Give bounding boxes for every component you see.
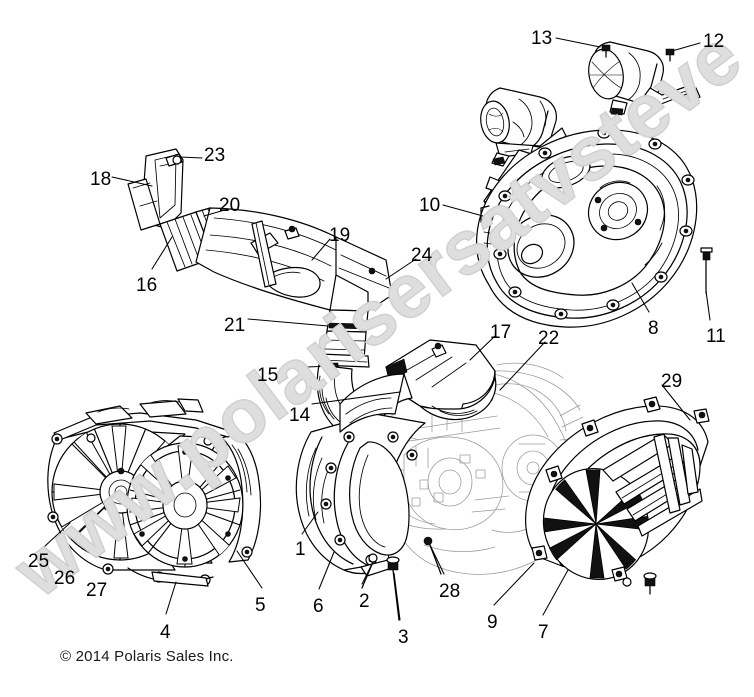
- callout-leader-lines: [44, 37, 711, 621]
- callout-number-15: 15: [257, 365, 279, 386]
- callout-number-26: 26: [54, 568, 76, 589]
- callout-number-21: 21: [224, 315, 246, 336]
- callout-number-6: 6: [313, 596, 324, 617]
- air-intake-scoop-left: [480, 87, 567, 167]
- callout-number-10: 10: [419, 195, 441, 216]
- callout-number-23: 23: [204, 145, 226, 166]
- callout-number-14: 14: [289, 405, 311, 426]
- callout-number-8: 8: [648, 318, 659, 339]
- callout-number-22: 22: [538, 328, 560, 349]
- callout-number-20: 20: [219, 195, 241, 216]
- outer-clutch-cover: [476, 127, 698, 328]
- callout-number-29: 29: [661, 371, 683, 392]
- callout-number-4: 4: [160, 622, 171, 643]
- callout-number-25: 25: [28, 551, 50, 572]
- callout-number-3: 3: [398, 627, 409, 648]
- callout-number-16: 16: [136, 275, 158, 296]
- air-intake-scoop-right: [588, 41, 701, 116]
- copyright-notice: © 2014 Polaris Sales Inc.: [60, 648, 234, 665]
- callout-number-9: 9: [487, 612, 498, 633]
- callout-number-2: 2: [359, 591, 370, 612]
- intake-tube-assembly: [127, 148, 393, 433]
- inner-clutch-housing-center: [295, 373, 426, 577]
- cover-bolt-11: [700, 247, 713, 294]
- callout-number-24: 24: [411, 245, 433, 266]
- callout-number-18: 18: [90, 169, 112, 190]
- callout-number-19: 19: [329, 225, 351, 246]
- callout-number-13: 13: [531, 28, 553, 49]
- callout-number-11: 11: [706, 326, 726, 347]
- left-clutch-assembly: [47, 398, 262, 587]
- callout-number-12: 12: [703, 31, 725, 52]
- callout-number-27: 27: [86, 580, 108, 601]
- callout-number-5: 5: [255, 595, 266, 616]
- callout-number-17: 17: [490, 322, 512, 343]
- fasteners-center-bottom: [361, 536, 442, 621]
- callout-number-7: 7: [538, 622, 549, 643]
- right-clutch-cover-panel: [525, 396, 710, 595]
- callout-number-28: 28: [439, 581, 461, 602]
- callout-number-1: 1: [295, 539, 306, 560]
